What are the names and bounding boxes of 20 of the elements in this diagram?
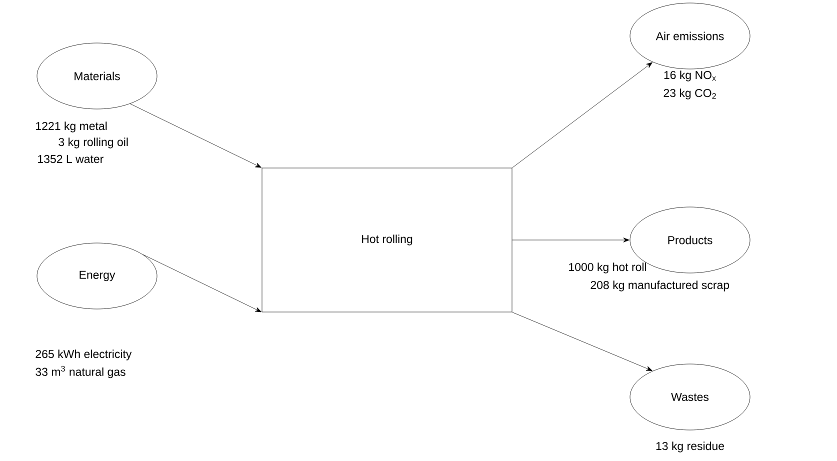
ellipse-node: Wastes (630, 364, 750, 430)
arrow (130, 104, 262, 168)
process-box: Hot rolling (262, 168, 512, 312)
quantity-label: 13 kg residue (656, 442, 724, 452)
ellipse-node: Air emissions (630, 2, 750, 70)
quantity-label: 23 kg CO$_{2}$ (664, 88, 716, 100)
ellipse-node: Materials (36, 42, 158, 110)
arrow (512, 312, 652, 371)
quantity-label: 1352 L water (38, 154, 104, 164)
arrow (142, 254, 262, 312)
quantity-label: 33 m$^{3}$ natural gas (36, 366, 126, 378)
arrow (512, 238, 630, 242)
quantity-label: 1221 kg metal (36, 122, 107, 132)
quantity-label: 208 kg manufactured scrap (590, 280, 730, 292)
ellipse-node: Energy (36, 242, 158, 310)
quantity-label: 3 kg rolling oil (58, 138, 128, 148)
arrow (512, 62, 652, 168)
quantity-label: 16 kg NO$_{x}$ (664, 70, 716, 82)
quantity-label: 265 kWh electricity (36, 350, 132, 360)
quantity-label: 1000 kg hot roll (569, 262, 646, 274)
